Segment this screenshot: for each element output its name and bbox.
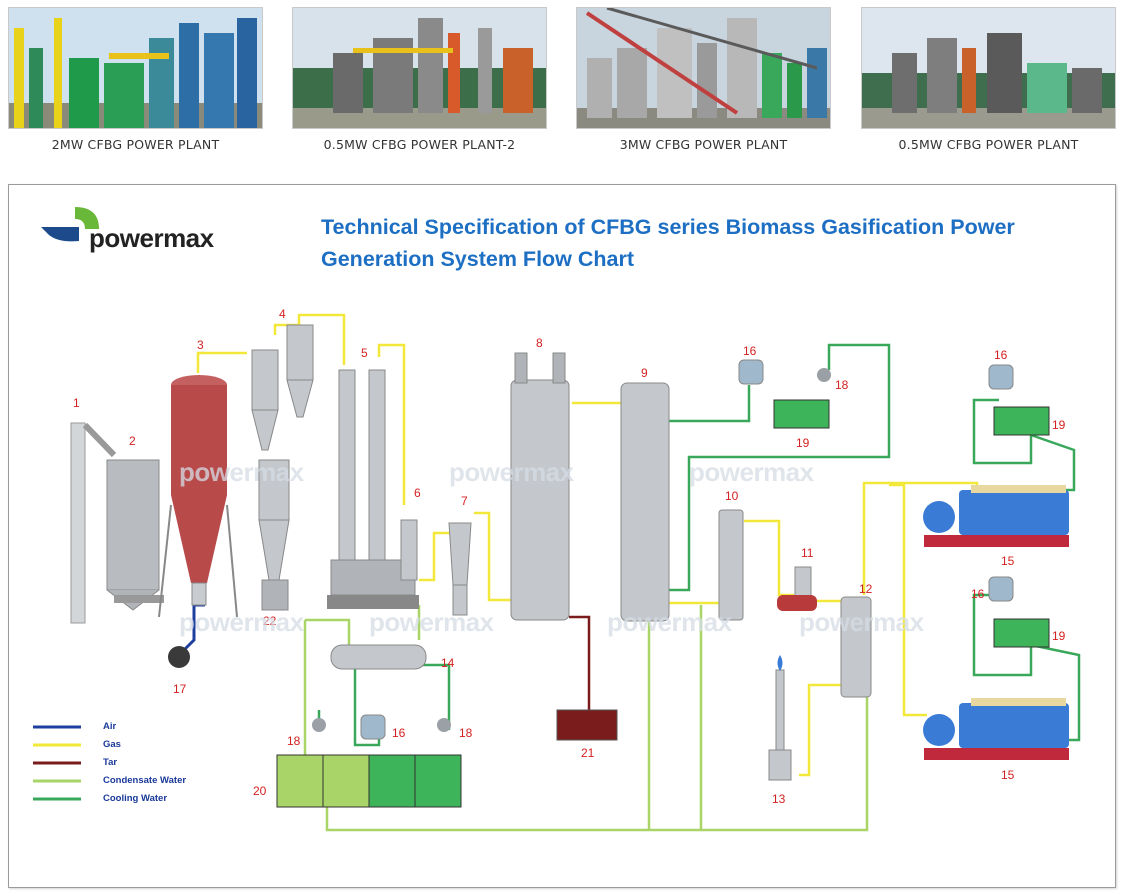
label-5: 5 bbox=[361, 346, 368, 360]
legend-label-tar: Tar bbox=[103, 757, 118, 768]
watermark: powermax bbox=[799, 607, 924, 637]
legend-label-gas: Gas bbox=[103, 739, 121, 750]
watermark: powermax bbox=[369, 607, 494, 637]
legend bbox=[33, 725, 81, 801]
watermark: powermax bbox=[449, 457, 574, 487]
plant-photo-4[interactable] bbox=[861, 7, 1116, 129]
label-8: 8 bbox=[536, 336, 543, 350]
gasifier bbox=[158, 375, 238, 618]
powermax-logo bbox=[41, 207, 99, 242]
label-13: 13 bbox=[772, 792, 786, 806]
watermark: powermax bbox=[179, 607, 304, 637]
gas-lines bbox=[196, 313, 979, 777]
gallery-caption[interactable]: 2MW CFBG POWER PLANT bbox=[51, 137, 220, 152]
gallery-caption[interactable]: 0.5MW CFBG POWER PLANT bbox=[898, 137, 1079, 152]
tar-line bbox=[569, 615, 591, 710]
label-10: 10 bbox=[725, 489, 739, 503]
plant-photo-1[interactable] bbox=[8, 7, 263, 129]
label-9: 9 bbox=[641, 366, 648, 380]
genset-1 bbox=[923, 485, 1069, 547]
flare-stack bbox=[768, 655, 792, 781]
label-16c: 16 bbox=[971, 587, 985, 601]
bucket-elevator bbox=[70, 422, 117, 624]
label-22: 22 bbox=[263, 614, 277, 628]
label-19b: 19 bbox=[1052, 418, 1066, 432]
legend-label-cooling: Cooling Water bbox=[103, 793, 168, 804]
label-21: 21 bbox=[581, 746, 595, 760]
label-19a: 19 bbox=[796, 436, 810, 450]
feed-bin bbox=[106, 459, 164, 611]
gallery-caption[interactable]: 3MW CFBG POWER PLANT bbox=[619, 137, 788, 152]
genset-2 bbox=[923, 698, 1069, 760]
cooling-water-tanks bbox=[773, 399, 1050, 648]
gallery-caption[interactable]: 0.5MW CFBG POWER PLANT-2 bbox=[323, 137, 516, 152]
label-16d: 16 bbox=[392, 726, 406, 740]
label-20: 20 bbox=[253, 784, 267, 798]
demister bbox=[448, 522, 472, 616]
label-1: 1 bbox=[73, 396, 80, 410]
gallery-item-1[interactable]: 2MW CFBG POWER PLANT bbox=[8, 7, 263, 152]
label-11: 11 bbox=[801, 546, 814, 560]
plant-photo-2[interactable] bbox=[292, 7, 547, 129]
plant-photo-3[interactable] bbox=[576, 7, 831, 129]
label-4: 4 bbox=[279, 307, 286, 321]
label-6: 6 bbox=[414, 486, 421, 500]
brand-name: powermax bbox=[89, 223, 214, 253]
label-18a: 18 bbox=[835, 378, 849, 392]
gas-booster-fan bbox=[777, 566, 817, 611]
legend-label-air: Air bbox=[103, 721, 117, 732]
cooling-towers bbox=[360, 359, 1014, 740]
label-15a: 15 bbox=[1001, 554, 1015, 568]
label-14: 14 bbox=[441, 656, 455, 670]
water-pool bbox=[276, 754, 462, 808]
tar-separator bbox=[510, 352, 570, 621]
heat-exchanger bbox=[330, 644, 427, 670]
watermark: powermax bbox=[607, 607, 732, 637]
buffer-tank bbox=[840, 596, 872, 698]
title-line-1: Technical Specification of CFBG series B… bbox=[321, 215, 1015, 239]
label-7: 7 bbox=[461, 494, 468, 508]
diagram-title: Technical Specification of CFBG series B… bbox=[321, 211, 1081, 275]
tar-tank bbox=[556, 709, 618, 741]
label-15b: 15 bbox=[1001, 768, 1015, 782]
label-18b: 18 bbox=[287, 734, 301, 748]
watermark: powermax bbox=[689, 457, 814, 487]
gallery-item-3[interactable]: 3MW CFBG POWER PLANT bbox=[576, 7, 831, 152]
label-19c: 19 bbox=[1052, 629, 1066, 643]
label-3: 3 bbox=[197, 338, 204, 352]
photo-gallery: 2MW CFBG POWER PLANT 0.5MW CFBG POWER PL… bbox=[0, 0, 1123, 170]
label-16b: 16 bbox=[994, 348, 1008, 362]
gas-cooler bbox=[620, 382, 670, 622]
label-12: 12 bbox=[859, 582, 873, 596]
fine-filter bbox=[718, 509, 744, 621]
flow-chart-panel: 1 2 3 4 5 6 7 8 9 10 11 12 13 14 15 15 1… bbox=[8, 184, 1116, 888]
title-line-2: Generation System Flow Chart bbox=[321, 247, 635, 271]
cyclone-separators bbox=[251, 324, 314, 611]
gallery-item-4[interactable]: 0.5MW CFBG POWER PLANT bbox=[861, 7, 1116, 152]
label-18c: 18 bbox=[459, 726, 473, 740]
flow-diagram: 1 2 3 4 5 6 7 8 9 10 11 12 13 14 15 15 1… bbox=[33, 207, 1081, 832]
air-blower bbox=[168, 646, 190, 668]
gallery-item-2[interactable]: 0.5MW CFBG POWER PLANT-2 bbox=[292, 7, 547, 152]
legend-label-condensate: Condensate Water bbox=[103, 775, 187, 786]
label-16a: 16 bbox=[743, 344, 757, 358]
label-2: 2 bbox=[129, 434, 136, 448]
label-17: 17 bbox=[173, 682, 187, 696]
watermark: powermax bbox=[179, 457, 304, 487]
venturi-scrubbers bbox=[327, 369, 419, 609]
water-pumps bbox=[312, 368, 831, 732]
